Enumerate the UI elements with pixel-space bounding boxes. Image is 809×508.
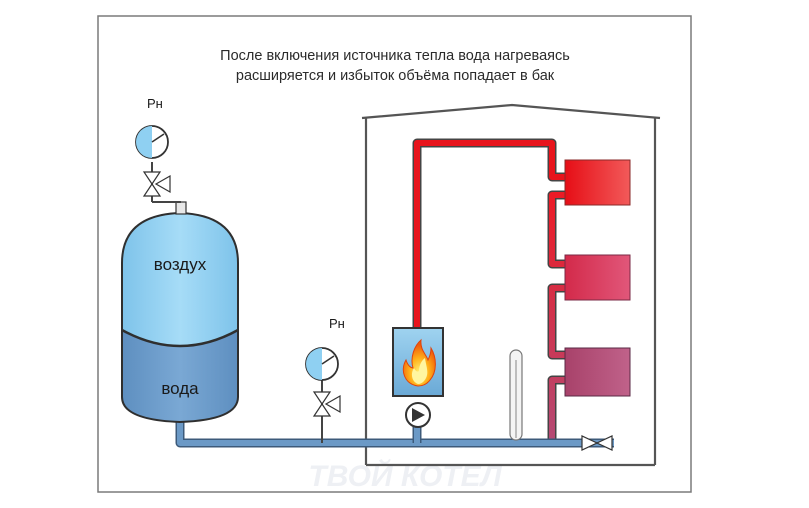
radiator-top [564,159,631,206]
expansion-tank: воздух вода [121,201,239,424]
tank-water-section [122,330,238,422]
flame-icon [402,338,436,387]
caption-line-1: После включения источника тепла вода наг… [220,48,570,64]
caption-line-2: расширяется и избыток объёма попадает в … [236,68,555,84]
boiler [392,327,444,397]
top-pressure-gauge-icon [135,125,169,159]
bottom-shutoff-valve-icon [312,391,341,417]
bottom-gauge-label: Рн [329,316,345,331]
circulation-pump [405,402,431,428]
hot-supply-pipe [412,138,565,330]
watermark: ТВОЙ КОТЕЛ [308,458,503,493]
top-shutoff-valve-icon [142,171,171,197]
return-pressure-assembly: Рн [305,316,345,443]
thermometer [509,349,523,441]
tank-membrane [121,328,239,348]
radiator-middle [564,254,631,301]
radiator-riser-pipe [547,190,565,440]
drain-valve [581,435,613,451]
top-gauge-label: Рн [147,96,163,111]
house [361,103,661,467]
bottom-pressure-gauge-icon [305,347,339,381]
tank-air-section [122,213,238,346]
tank-pressure-assembly: Рн [135,96,181,203]
tank-water-label: вода [161,379,199,398]
house-roof [361,103,661,120]
radiator-bottom [564,347,631,397]
tank-air-label: воздух [154,255,207,274]
